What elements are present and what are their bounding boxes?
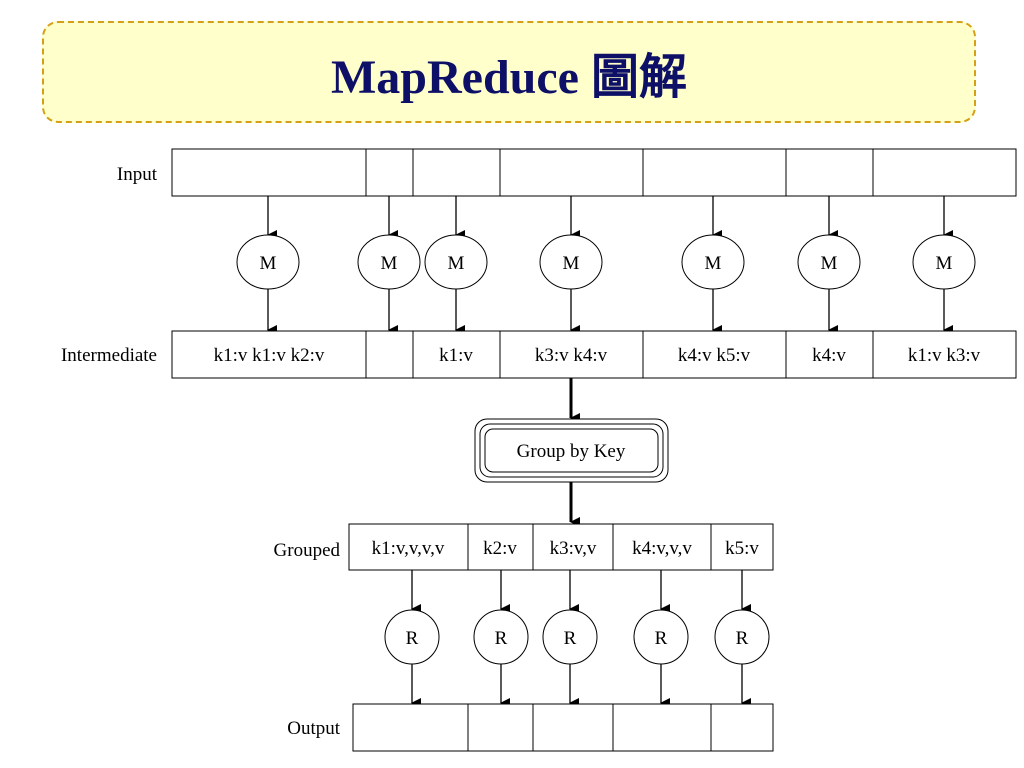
output-cell [612,703,712,752]
output-row [352,703,774,752]
grouped-cell-text: k4:v,v,v [632,538,692,559]
input-cell [499,148,644,197]
map-nodes: M M M M M M M [236,234,976,290]
svg-text:M: M [936,253,953,274]
input-cell [171,148,367,197]
intermediate-cell-text: k1:v k3:v [908,345,981,366]
intermediate-cell [365,330,414,379]
row-label-output: Output [287,718,341,739]
svg-text:M: M [448,253,465,274]
svg-text:M: M [705,253,722,274]
output-cell [710,703,774,752]
map-node: M [797,234,861,290]
intermediate-cell [642,330,787,379]
title-banner: MapReduce 圖解 [42,21,976,123]
input-to-map-arrows [267,196,953,240]
row-label-intermediate: Intermediate [61,345,157,366]
reduce-to-output-arrows [411,664,751,708]
svg-text:M: M [260,253,277,274]
input-cell [412,148,501,197]
map-node: M [424,234,488,290]
map-node: M [912,234,976,290]
intermediate-cell-text: k3:v k4:v [535,345,608,366]
grouped-cell [612,523,712,571]
intermediate-cell-text: k4:v k5:v [678,345,751,366]
svg-text:R: R [736,628,749,649]
group-by-key-node: Group by Key [474,418,669,483]
output-cell [532,703,614,752]
grouped-cell-text: k2:v [483,538,517,559]
intermediate-cell-text: k1:v [439,345,473,366]
map-node: M [539,234,603,290]
grouped-to-reduce-arrows [411,570,751,614]
input-cell [785,148,874,197]
input-cell [365,148,414,197]
intermediate-cell [872,330,1017,379]
reduce-node: R [633,609,689,665]
grouped-cell-text: k3:v,v [550,538,597,559]
reduce-nodes: R R R R R [384,609,770,665]
svg-text:R: R [406,628,419,649]
group-by-key-label: Group by Key [517,441,626,462]
intermediate-cell-text: k4:v [812,345,846,366]
grouped-cell-text: k1:v,v,v,v [372,538,445,559]
map-to-intermediate-arrows [267,289,953,335]
map-node: M [236,234,300,290]
grouped-cell-text: k5:v [725,538,759,559]
svg-text:M: M [563,253,580,274]
grouped-row: k1:v,v,v,v k2:v k3:v,v k4:v,v,v k5:v [348,523,774,571]
svg-text:R: R [655,628,668,649]
page-title: MapReduce 圖解 [331,51,687,104]
input-cell [872,148,1017,197]
intermediate-cell [412,330,501,379]
row-label-grouped: Grouped [274,540,341,561]
svg-text:R: R [495,628,508,649]
grouped-cell [348,523,469,571]
output-cell [352,703,469,752]
intermediate-row: k1:v k1:v k2:v k1:v k3:v k4:v k4:v k5:v … [171,330,1017,379]
intermediate-cell [785,330,874,379]
svg-text:R: R [564,628,577,649]
intermediate-cell [499,330,644,379]
map-node: M [357,234,421,290]
svg-text:M: M [821,253,838,274]
intermediate-cell-text: k1:v k1:v k2:v [214,345,325,366]
grouped-cell [467,523,534,571]
map-node: M [681,234,745,290]
input-cell [642,148,787,197]
grouped-cell [532,523,614,571]
svg-text:M: M [381,253,398,274]
row-label-input: Input [117,164,158,185]
reduce-node: R [384,609,440,665]
reduce-node: R [542,609,598,665]
output-cell [467,703,534,752]
reduce-node: R [473,609,529,665]
reduce-node: R [714,609,770,665]
input-row [171,148,1017,197]
grouped-cell [710,523,774,571]
